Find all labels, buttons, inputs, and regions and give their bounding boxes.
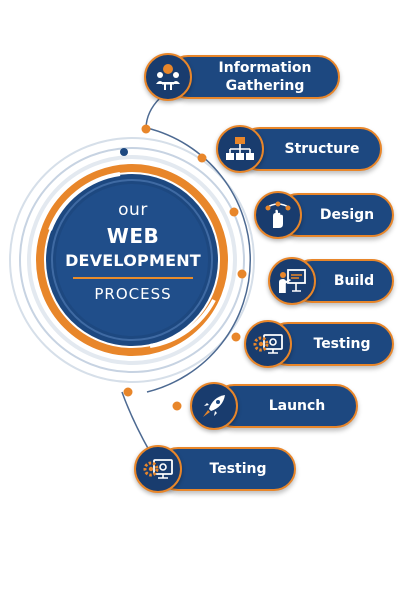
step-icon-circle [268,257,316,305]
connector-arc-tail [121,391,151,453]
step-pill [212,384,358,428]
sitemap-icon [226,137,254,160]
step-label: Testing [313,336,371,352]
outer-ring-2 [19,147,245,373]
step-information-gathering: Information Gathering [144,53,340,101]
step-label: Information Gathering [218,60,312,94]
step-icon-circle [144,53,192,101]
step-pill [166,55,340,99]
connector-dot [120,148,128,156]
connector-dot [123,387,133,397]
step-design: Design [254,191,394,239]
disc-face [56,184,208,336]
center-title: our WEB DEVELOPMENT PROCESS [52,200,214,303]
meeting-icon [156,64,180,90]
presentation-board-icon [279,269,306,293]
step-label: Structure [284,141,360,157]
disc-white-arc [48,172,121,231]
outer-ring [9,137,255,383]
step-testing-final: Testing [134,445,296,493]
step-label: Launch [268,398,326,414]
step-label: Testing [209,461,267,477]
disc-inner-ring [51,179,213,341]
step-icon-circle [244,320,292,368]
disc-outer-orange [36,164,228,356]
step-build: Build [268,257,394,305]
connector-dot [141,124,151,134]
step-launch: Launch [190,382,358,430]
rocket-icon [203,395,225,417]
outer-ring-3 [27,155,237,365]
center-line-our: our [118,200,148,220]
step-icon-circle [190,382,238,430]
connector-dot [229,207,239,217]
connector-dot [231,332,241,342]
gear-monitor-icon [143,459,173,479]
center-line-development: DEVELOPMENT [65,251,201,270]
step-icon-circle [216,125,264,173]
connector-arc-top [145,97,161,130]
step-icon-circle [134,445,182,493]
step-structure: Structure [216,125,382,173]
step-testing: Testing [244,320,394,368]
step-icon-circle [254,191,302,239]
design-hand-icon [265,201,291,228]
step-label: Design [319,207,375,223]
disc-white-arc-2 [149,299,216,348]
gear-monitor-icon [253,334,283,354]
connector-dot [237,269,247,279]
center-line-process: PROCESS [94,285,172,303]
connector-dot [197,153,207,163]
connector-arc [146,127,252,393]
center-line-web: WEB [106,224,160,248]
step-label: Build [333,273,375,289]
center-divider [73,277,193,279]
connector-dot [172,401,182,411]
